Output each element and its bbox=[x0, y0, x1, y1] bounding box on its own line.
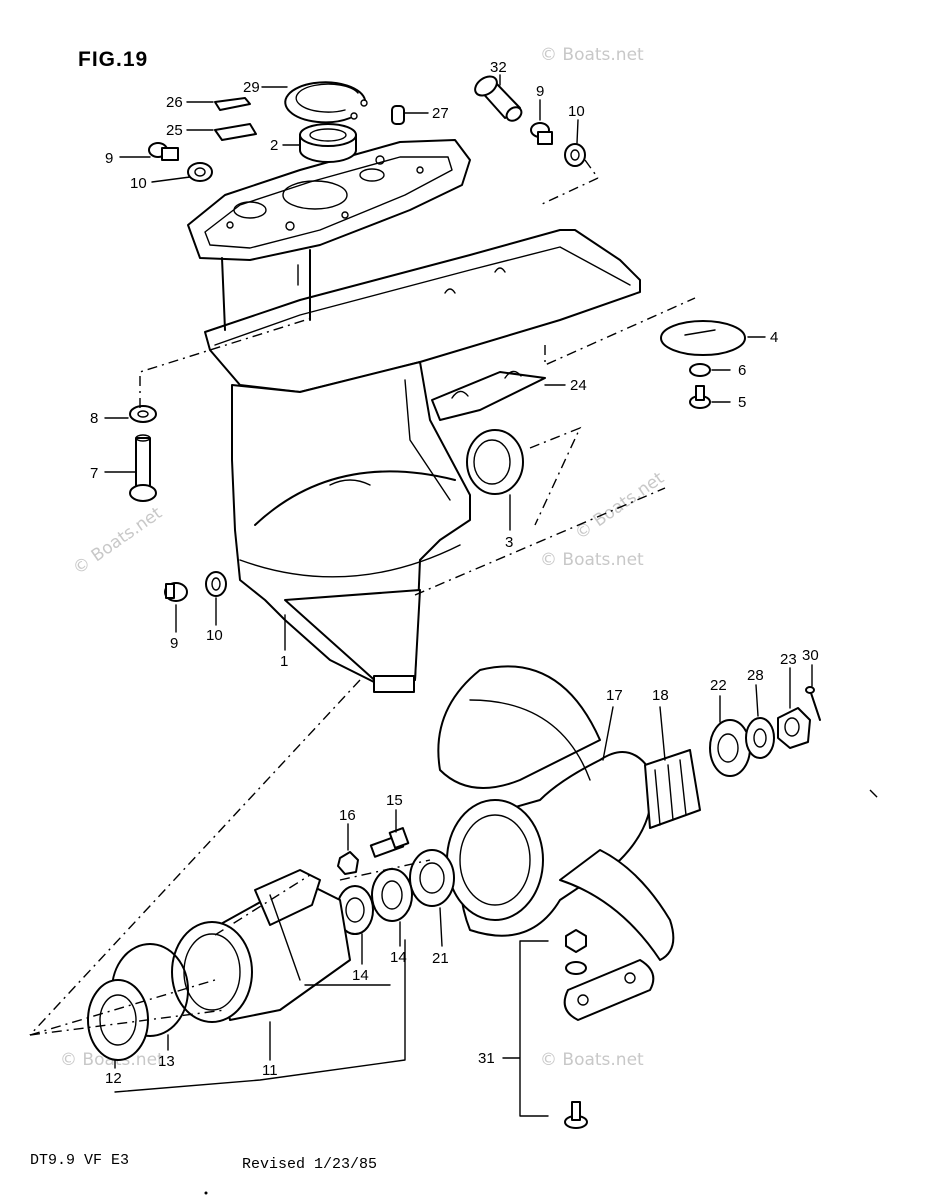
callout-30: 31 bbox=[478, 1050, 495, 1067]
nut-part-23 bbox=[777, 707, 811, 749]
callout-22: 22 bbox=[710, 677, 727, 694]
spline-bushing-part-18 bbox=[644, 749, 701, 829]
callout-12: 12 bbox=[105, 1070, 122, 1087]
watermark: © Boats.net bbox=[571, 468, 668, 544]
callout-17: 17 bbox=[606, 687, 623, 704]
ball-bearing-part-12 bbox=[87, 979, 149, 1061]
callout-4: 4 bbox=[770, 329, 778, 346]
gasket-part-10 bbox=[187, 162, 213, 182]
anode-kit-part-30 bbox=[563, 929, 655, 1129]
callout-10: 10 bbox=[206, 627, 223, 644]
callout-9: 9 bbox=[536, 83, 544, 100]
washer-part-28 bbox=[745, 717, 775, 759]
callout-9: 9 bbox=[105, 150, 113, 167]
propeller-shaft-bearing-housing bbox=[171, 869, 351, 1023]
callout-14: 14 bbox=[352, 967, 369, 984]
callout-16: 16 bbox=[339, 807, 356, 824]
model-code: DT9.9 VF E3 bbox=[30, 1152, 129, 1169]
callout-labels: 29 26 25 2 9 10 27 32 9 10 4 6 5 24 8 7 … bbox=[90, 59, 819, 1087]
gasket-part-10 bbox=[205, 571, 227, 597]
callout-24: 24 bbox=[570, 377, 587, 394]
callout-18: 18 bbox=[652, 687, 669, 704]
callout-32: 29 bbox=[243, 79, 260, 96]
key-part-26 bbox=[214, 97, 251, 111]
callout-5: 5 bbox=[738, 394, 746, 411]
callout-23: 23 bbox=[780, 651, 797, 668]
bolt-part-7 bbox=[129, 434, 157, 502]
needle-bearing-part-2 bbox=[299, 123, 357, 163]
water-tube-seal-part-31 bbox=[474, 75, 523, 122]
gear-case-housing bbox=[187, 139, 641, 693]
nut-part-16 bbox=[337, 851, 359, 875]
assembly-lines bbox=[29, 159, 881, 1036]
oil-seal-part-14 bbox=[371, 868, 413, 922]
water-inlet-cover-part-24 bbox=[431, 370, 546, 421]
callout-21: 21 bbox=[432, 950, 449, 967]
watermark: © Boats.net bbox=[540, 45, 644, 65]
callout-11: 11 bbox=[262, 1062, 278, 1079]
callout-28: 28 bbox=[747, 667, 764, 684]
callout-31: 32 bbox=[490, 59, 507, 76]
callout-8: 8 bbox=[90, 410, 98, 427]
callout-6: 6 bbox=[738, 362, 746, 379]
callout-25: 25 bbox=[166, 122, 183, 139]
speck-mark bbox=[204, 1191, 208, 1195]
leader-lines bbox=[104, 74, 813, 1117]
oil-seal-part-21 bbox=[409, 849, 455, 907]
callout-13: 13 bbox=[158, 1053, 175, 1070]
callout-27: 27 bbox=[432, 105, 449, 122]
drain-plug-part-9 bbox=[148, 142, 179, 161]
bolt-part-15 bbox=[369, 827, 410, 858]
callout-15: 15 bbox=[386, 792, 403, 809]
pin-part-27 bbox=[391, 105, 405, 125]
watermark: © Boats.net bbox=[69, 503, 166, 579]
oil-seal-part-3 bbox=[466, 429, 524, 495]
drain-plug-part-9 bbox=[530, 122, 553, 145]
stopper-part-22 bbox=[709, 719, 751, 777]
revision-date: Revised 1/23/85 bbox=[242, 1156, 377, 1173]
screw-part-5 bbox=[689, 385, 711, 409]
callout-29: 30 bbox=[802, 647, 819, 664]
callout-14: 14 bbox=[390, 949, 407, 966]
callout-10: 10 bbox=[130, 175, 147, 192]
callout-10: 10 bbox=[568, 103, 585, 120]
propeller bbox=[437, 665, 675, 961]
cotter-pin-part-29 bbox=[805, 686, 821, 721]
cover-plate-part-4 bbox=[660, 320, 746, 356]
callout-1: 1 bbox=[280, 653, 288, 670]
figure-title: FIG.19 bbox=[78, 48, 148, 71]
callout-9: 9 bbox=[170, 635, 178, 652]
drain-plug-part-9 bbox=[164, 582, 188, 602]
callout-3: 3 bbox=[505, 534, 513, 551]
watermark: © Boats.net bbox=[540, 550, 644, 570]
key-part-25 bbox=[214, 123, 257, 141]
washer-part-8 bbox=[129, 405, 157, 423]
callout-7: 7 bbox=[90, 465, 98, 482]
circlip-part-32 bbox=[284, 81, 368, 124]
callout-26: 26 bbox=[166, 94, 183, 111]
callout-2: 2 bbox=[270, 137, 278, 154]
gasket-part-10 bbox=[564, 143, 586, 167]
watermark: © Boats.net bbox=[540, 1050, 644, 1070]
washer-part-6 bbox=[689, 363, 711, 377]
